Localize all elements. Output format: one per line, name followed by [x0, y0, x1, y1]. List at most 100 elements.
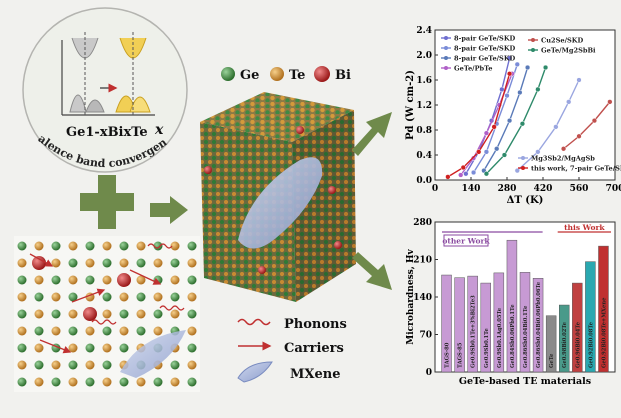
ge-atom: [170, 258, 180, 268]
te-atom: [34, 343, 44, 353]
ge-atom: [34, 292, 44, 302]
bar: [572, 282, 583, 373]
ge-atom: [187, 377, 197, 387]
bar-category-label: Ge0.96Bi0.04Te: [575, 321, 581, 368]
te-atom: [51, 360, 61, 370]
ge-atom: [68, 292, 78, 302]
bi-label: Bi: [335, 68, 351, 83]
data-point: [576, 77, 582, 83]
ge-atom: [34, 326, 44, 336]
ge-atom: [68, 326, 78, 336]
mxene-label: MXene: [290, 367, 340, 382]
legend-marker: [444, 46, 448, 50]
te-atom: [102, 275, 112, 285]
data-point: [560, 146, 567, 152]
te-atom: [187, 326, 197, 336]
ge-atom: [17, 343, 27, 353]
ge-atom: [153, 377, 163, 387]
data-point: [504, 92, 510, 99]
y-tick-label: 280: [413, 218, 432, 228]
data-point: [460, 164, 466, 171]
te-atom: [170, 275, 180, 285]
phonon-wave: [91, 319, 117, 325]
x-axis-label: GeTe-based TE materials: [459, 376, 591, 387]
te-atom: [119, 258, 129, 268]
data-point: [566, 99, 572, 105]
data-point: [470, 155, 477, 161]
bi-atom: [117, 273, 131, 287]
data-point: [576, 133, 582, 139]
legend-label: Cu2Se/SKD: [541, 37, 583, 45]
phonon-wave: [159, 305, 185, 311]
power-density-chart: 01402804205607000.00.40.81.21.62.02.4ΔT …: [405, 26, 621, 206]
bar: [493, 272, 505, 373]
data-point: [499, 86, 505, 93]
carrier-arrow: [129, 269, 162, 285]
arrow-to-cube-icon: [150, 196, 188, 224]
data-point: [491, 124, 497, 130]
te-atom: [136, 309, 146, 319]
ge-atom: [85, 275, 95, 285]
mxene-sheet-in-lattice: [120, 330, 186, 378]
ge-atom: [170, 360, 180, 370]
te-atom: [119, 326, 129, 336]
bi-atom: [32, 256, 46, 270]
group-label-box: [443, 234, 489, 247]
legend-label: GeTe/Mg2SbBi: [541, 47, 596, 55]
bar: [519, 272, 531, 373]
ge-atom: [153, 241, 163, 251]
te-atom: [102, 241, 112, 251]
y-tick-label: 70: [419, 331, 432, 341]
te-atom: [85, 326, 95, 336]
phonon-wave: [147, 243, 173, 249]
te-atom: [68, 275, 78, 285]
ge-atom: [119, 241, 129, 251]
te-atom: [102, 377, 112, 387]
te-atom: [170, 309, 180, 319]
legend-marker: [531, 48, 535, 52]
legend-label: 8-pair GeTe/SKD: [454, 35, 516, 43]
ge-atom: [119, 309, 129, 319]
te-label: Te: [289, 68, 305, 83]
ge-atom: [153, 309, 163, 319]
ge-atom: [17, 377, 27, 387]
ge-atom: [136, 292, 146, 302]
ge-atom: [17, 241, 27, 251]
sheet-icon: [237, 361, 273, 383]
ge-atom: [85, 343, 95, 353]
x-axis-label: ΔT (K): [507, 195, 544, 206]
bar-category-label: Ge0.9Sb0.1Ag0.05Te: [497, 307, 503, 368]
te-atom: [153, 292, 163, 302]
bar-category-label: Ge0.9Sb0.1Te+3%Bi2Te3: [471, 295, 477, 368]
te-atom: [51, 292, 61, 302]
bar: [454, 277, 465, 373]
te-atom: [34, 309, 44, 319]
bi-atom-icon: [314, 66, 330, 82]
bar-category-label: TAGS-80: [445, 342, 451, 368]
te-atom: [153, 326, 163, 336]
data-point: [506, 71, 513, 77]
x-tick-label: 140: [462, 184, 481, 194]
y-tick-label: 2.0: [416, 51, 432, 61]
data-point: [445, 174, 451, 180]
y-tick-label: 1.6: [416, 76, 432, 86]
y-tick-label: 1.2: [416, 101, 432, 111]
ge-atom-icon: [221, 67, 235, 81]
te-atom: [170, 241, 180, 251]
data-point: [542, 64, 549, 71]
group-label-this: this Work: [564, 223, 605, 232]
data-point: [519, 121, 526, 127]
te-atom: [102, 309, 112, 319]
data-point: [591, 117, 598, 124]
legend-label: 8-pair GeTe/SKD: [454, 45, 516, 53]
legend-marker: [444, 36, 448, 40]
ge-atom: [119, 377, 129, 387]
ge-atom: [51, 275, 61, 285]
ge-atom: [102, 292, 112, 302]
ge-atom: [85, 241, 95, 251]
bar-category-label: Ge0.9Sb0.1Te: [484, 328, 490, 368]
x-tick-label: 0: [432, 184, 438, 194]
te-atom: [170, 377, 180, 387]
mxene-sheet-in-cube: [238, 157, 323, 249]
